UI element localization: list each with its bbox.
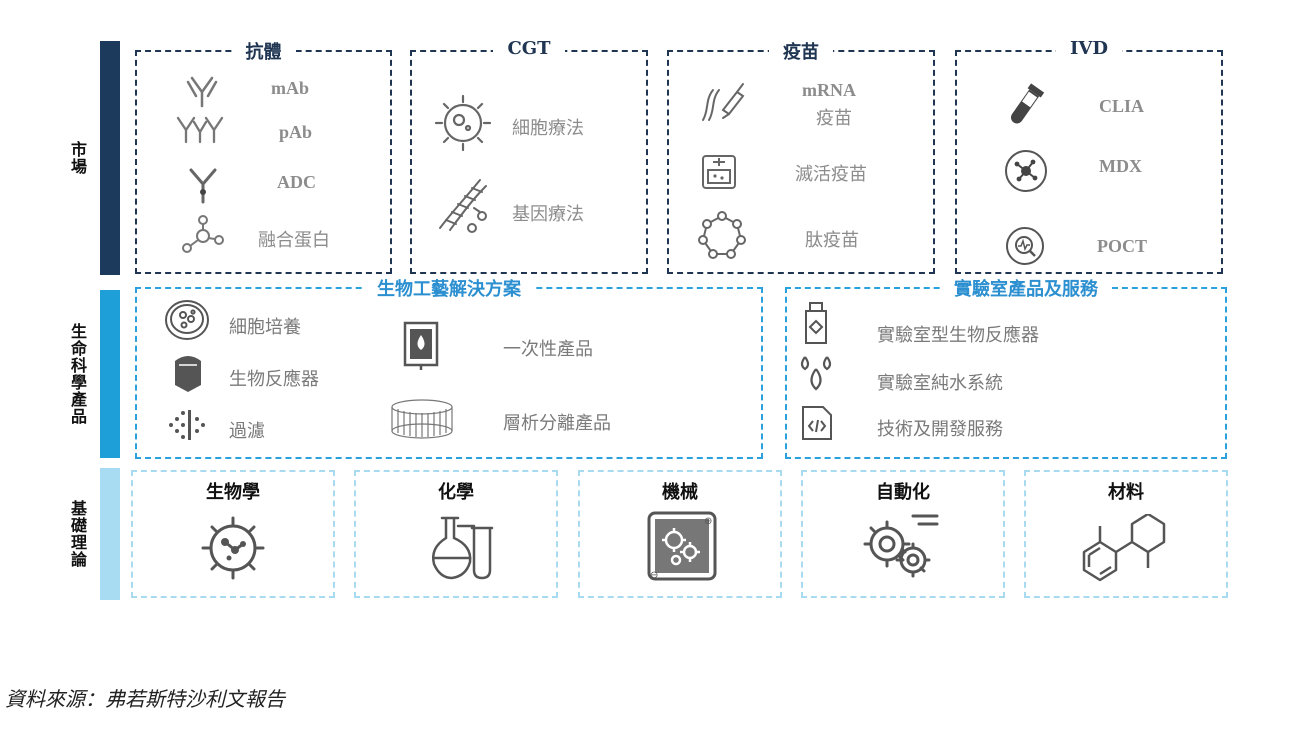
adc-label: ADC xyxy=(277,172,316,192)
syringe-icon xyxy=(699,80,747,128)
bioprocess-title: 生物工藝解決方案 xyxy=(363,279,535,300)
svg-text:⊕: ⊕ xyxy=(704,516,712,527)
column-icon xyxy=(389,397,455,445)
hexagon-ring-icon xyxy=(1078,512,1168,588)
materials-box: 材料 xyxy=(1024,470,1228,598)
water-drops-icon xyxy=(797,353,837,397)
chemistry-title: 化學 xyxy=(438,482,474,503)
test-tube-icon xyxy=(1003,82,1047,134)
vaccine-title: 疫苗 xyxy=(769,42,833,63)
bioprocess-box: 生物工藝解決方案 細胞培養 生物反應器 過濾 一次性產品 層析分離產品 xyxy=(135,279,763,459)
peptide-ring-icon xyxy=(697,210,747,264)
filtration-label: 過濾 xyxy=(229,421,265,442)
peptide-vaccine-label: 肽疫苗 xyxy=(805,230,859,251)
cell-icon xyxy=(432,92,494,158)
antibody-title: 抗體 xyxy=(231,42,296,63)
automation-box: 自動化 xyxy=(801,470,1005,598)
single-use-bag-icon xyxy=(401,319,441,375)
single-use-product-label: 一次性產品 xyxy=(503,339,593,360)
market-row-bar xyxy=(100,41,120,275)
cell-therapy-label: 細胞療法 xyxy=(512,118,584,139)
poct-label: POCT xyxy=(1097,236,1148,256)
chromatography-product-label: 層析分離產品 xyxy=(503,413,611,434)
machinery-box: 機械 ⊕⊖ xyxy=(578,470,782,598)
chemistry-box: 化學 xyxy=(354,470,558,598)
fusion-protein-label: 融合蛋白 xyxy=(258,230,330,251)
antibody-icon xyxy=(182,74,222,112)
polyclonal-antibody-icon xyxy=(172,114,228,148)
pab-label: pAb xyxy=(279,122,313,142)
foundation-row-label: 基礎理論 xyxy=(68,500,87,568)
bioreactor-icon xyxy=(171,351,205,397)
clia-label: CLIA xyxy=(1099,96,1145,116)
antibody-box: 抗體 mAb pAb ADC 融合蛋白 xyxy=(135,42,392,274)
cgt-title: CGT xyxy=(493,38,565,59)
filter-icon xyxy=(167,407,207,447)
automation-title: 自動化 xyxy=(876,482,930,503)
biology-icon xyxy=(199,514,267,586)
life-science-row-bar xyxy=(100,290,120,458)
petri-dish-icon xyxy=(163,297,211,347)
market-row-label: 市場 xyxy=(68,141,87,175)
gears-panel-icon: ⊕⊖ xyxy=(646,510,718,586)
bioreactor-label: 生物反應器 xyxy=(229,369,319,390)
incubator-icon xyxy=(699,152,739,196)
dna-icon xyxy=(432,172,492,238)
gene-therapy-label: 基因療法 xyxy=(512,204,584,225)
adc-icon xyxy=(185,164,221,208)
biology-title: 生物學 xyxy=(206,482,260,503)
source-note: 資料來源：弗若斯特沙利文報告 xyxy=(5,687,285,711)
biology-box: 生物學 xyxy=(131,470,335,598)
fusion-protein-icon xyxy=(181,214,225,262)
lab-bottle-icon xyxy=(799,301,833,351)
search-wave-icon xyxy=(1003,224,1047,272)
cgt-box: CGT 細胞療法 基因療法 xyxy=(410,38,648,274)
life-science-row-label: 生命科學產品 xyxy=(68,323,87,425)
lab-pure-water-label: 實驗室純水系統 xyxy=(877,373,1003,394)
molecule-circle-icon xyxy=(1003,148,1049,198)
lab-products-box: 實驗室產品及服務 實驗室型生物反應器 實驗室純水系統 技術及開發服務 xyxy=(785,279,1227,459)
mrna-label: mRNA xyxy=(802,80,856,100)
lab-bioreactor-label: 實驗室型生物反應器 xyxy=(877,325,1039,346)
tech-dev-services-label: 技術及開發服務 xyxy=(877,419,1003,440)
svg-text:⊖: ⊖ xyxy=(650,570,658,581)
vaccine-box: 疫苗 mRNA 疫苗 滅活疫苗 肽疫苗 xyxy=(667,42,935,274)
automation-gears-icon xyxy=(861,510,941,586)
mdx-label: MDX xyxy=(1099,156,1142,176)
mab-label: mAb xyxy=(271,78,310,98)
ivd-box: IVD CLIA MDX POCT xyxy=(955,38,1223,274)
materials-title: 材料 xyxy=(1108,482,1144,503)
mrna-vaccine-label: 疫苗 xyxy=(816,108,852,129)
flask-icon xyxy=(428,512,494,588)
code-doc-icon xyxy=(799,403,835,447)
machinery-title: 機械 xyxy=(662,482,698,503)
inactivated-vaccine-label: 滅活疫苗 xyxy=(795,164,867,185)
cell-culture-label: 細胞培養 xyxy=(229,317,301,338)
ivd-title: IVD xyxy=(1056,38,1122,59)
lab-products-title: 實驗室產品及服務 xyxy=(940,279,1112,300)
foundation-row-bar xyxy=(100,468,120,600)
